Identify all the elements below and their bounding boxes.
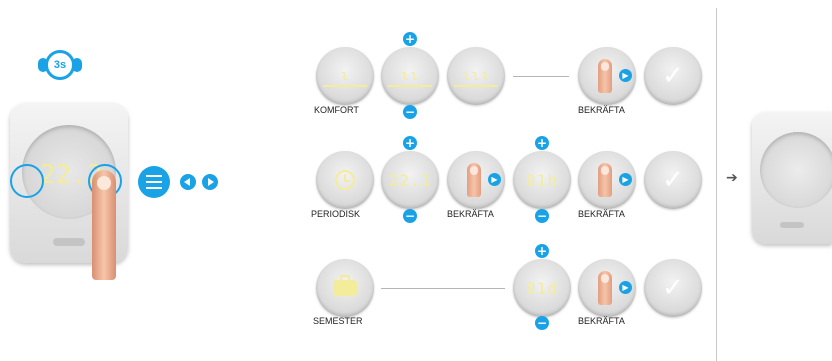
periodisk-confirm-label-2: BEKRÄFTA [578, 209, 625, 219]
semester-check-button[interactable]: ✓ [644, 259, 702, 317]
minus-icon[interactable]: − [535, 316, 549, 330]
komfort-confirm-label: BEKRÄFTA [578, 105, 625, 115]
minus-icon[interactable]: − [403, 209, 417, 223]
timer-label: 3s [53, 59, 67, 71]
play-icon: ▶ [619, 281, 632, 294]
periodisk-mode-button[interactable] [316, 151, 374, 209]
left-arrow-icon [180, 174, 196, 190]
periodisk-confirm-label-1: BEKRÄFTA [447, 209, 494, 219]
periodisk-label: PERIODISK [311, 209, 361, 219]
semester-days-button[interactable]: 01d [513, 259, 571, 317]
right-arrow-icon [202, 174, 218, 190]
vertical-divider [716, 8, 717, 361]
plus-icon[interactable]: + [535, 244, 549, 258]
plus-icon[interactable]: + [403, 32, 417, 46]
periodisk-check-button[interactable]: ✓ [644, 151, 702, 209]
komfort-mode-button[interactable]: ɩ [316, 47, 374, 105]
play-icon: ▶ [619, 173, 632, 186]
plus-icon[interactable]: + [403, 136, 417, 150]
left-button-highlight[interactable] [10, 164, 44, 198]
minus-icon[interactable]: − [403, 105, 417, 119]
periodisk-temp-button[interactable]: 22.1 [381, 151, 439, 209]
periodisk-hours-button[interactable]: 01h [513, 151, 571, 209]
pressing-finger-icon [92, 170, 116, 280]
minus-icon[interactable]: − [535, 209, 549, 223]
komfort-level-button[interactable]: ɩɩ [381, 47, 439, 105]
play-icon: ▶ [488, 173, 501, 186]
suitcase-icon [333, 275, 357, 296]
semester-confirm-label: BEKRÄFTA [578, 316, 625, 326]
semester-label: SEMESTER [313, 316, 363, 326]
komfort-check-button[interactable]: ✓ [644, 47, 702, 105]
semester-confirm-press[interactable] [578, 259, 636, 317]
komfort-level-3: ɩɩɩ [447, 47, 505, 105]
hold-timer-icon: 3s [38, 50, 82, 80]
result-arrow-icon: ➔ [726, 170, 738, 186]
result-thermostat-device [752, 112, 832, 244]
play-icon: ▶ [619, 69, 632, 82]
plus-icon[interactable]: + [535, 136, 549, 150]
clock-icon [335, 170, 355, 190]
menu-icon [138, 166, 170, 198]
komfort-label: KOMFORT [314, 105, 359, 115]
semester-mode-button[interactable] [316, 259, 374, 317]
